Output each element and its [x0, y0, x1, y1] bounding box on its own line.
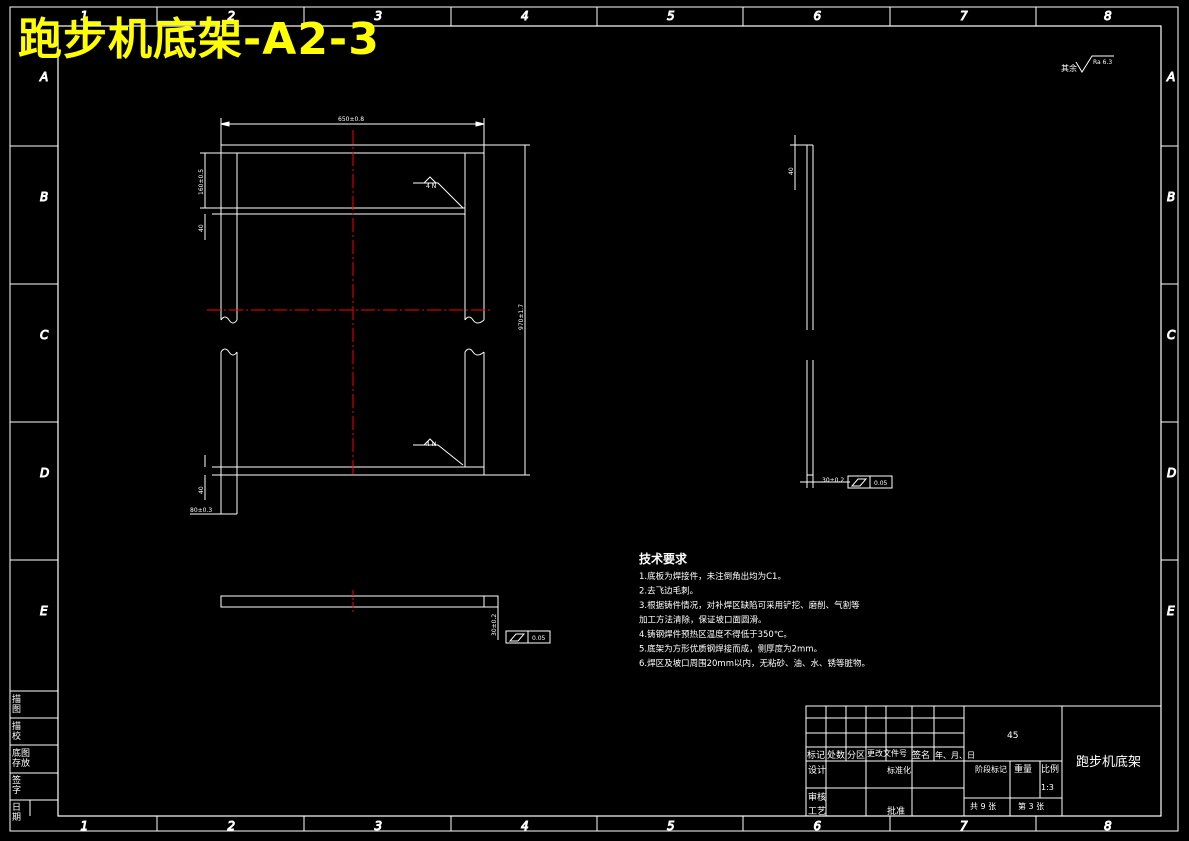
zone-col-top-6: 6 [814, 9, 822, 23]
dim-side-tube: 40 [788, 167, 795, 175]
header-zone: 分区 [847, 750, 865, 761]
zone-row-left-A: A [39, 70, 48, 84]
side-label: 存放 [12, 757, 30, 769]
scale-value: 1:3 [1041, 783, 1054, 792]
zone-col-top-8: 8 [1104, 9, 1112, 23]
header-change-doc: 更改文件号 [867, 748, 907, 758]
side-label-block [10, 690, 58, 816]
flatness-bar: 0.05 [532, 635, 546, 642]
tech-line: 1.底板为焊接件，未注倒角出均为C1。 [639, 571, 786, 582]
header-mark: 标记 [807, 749, 825, 761]
title-block [805, 705, 1162, 817]
side-label: 描 [12, 720, 21, 732]
dim-bottom-offset: 80±0.3 [190, 507, 212, 514]
zone-col-bottom-1: 1 [81, 819, 89, 833]
role-approve: 批准 [887, 805, 905, 817]
header-date: 年、月、日 [935, 750, 975, 760]
dim-side-base: 30±0.2 [822, 477, 844, 484]
zone-row-right-B: B [1167, 190, 1175, 204]
title-block-text: 跑步机底架 45 标记 处数 分区 更改文件号 签名 年、月、日 设计 标准化 … [807, 731, 1141, 817]
tech-line: 6.焊区及坡口周围20mm以内，无粘砂、油、水、锈等脏物。 [639, 658, 870, 669]
role-process: 工艺 [808, 806, 826, 817]
tech-line: 2.去飞边毛刺。 [639, 586, 698, 597]
zone-col-bottom-6: 6 [814, 819, 822, 833]
stage-label: 阶段标记 [975, 764, 1007, 774]
zone-col-top-1: 1 [81, 9, 89, 23]
center-lines [207, 130, 492, 475]
side-label-char: 图 [12, 704, 21, 715]
drawing-title: 跑步机底架-A2-3 [18, 14, 380, 65]
sheets-total: 共 9 张 [970, 802, 996, 811]
side-view [790, 135, 893, 489]
dim-overall-width: 650±0.8 [338, 116, 364, 123]
sheet-number: 第 3 张 [1018, 801, 1044, 811]
side-label: 底图 [12, 747, 30, 759]
dim-bar-height: 30±0.2 [491, 614, 498, 636]
material: 45 [1007, 731, 1018, 741]
side-label: 日 [12, 802, 21, 813]
role-review: 审核 [808, 791, 826, 803]
header-sign: 签名 [912, 749, 930, 761]
role-design: 设计 [808, 764, 826, 776]
tech-requirements: 1.底板为焊接件，未注倒角出均为C1。 2.去飞边毛刺。 3.根据铸件情况，对补焊区… [639, 571, 870, 669]
zone-row-right-E: E [1167, 604, 1175, 618]
zone-col-bottom-7: 7 [960, 819, 968, 833]
dim-bottom-tube: 40 [198, 486, 205, 494]
tech-heading: 技术要求 [639, 551, 688, 566]
flatness-side: 0.05 [874, 480, 888, 487]
side-label-char: 字 [12, 784, 21, 796]
zone-col-top-7: 7 [960, 9, 968, 23]
zone-col-top-4: 4 [521, 9, 529, 23]
side-label-char: 期 [12, 812, 21, 823]
roughness-symbol [1075, 55, 1114, 73]
zone-row-right-C: C [1167, 328, 1176, 342]
outer-border [9, 6, 1179, 832]
inner-border [57, 25, 1162, 817]
zone-col-top-5: 5 [667, 9, 675, 23]
bar-view [220, 595, 551, 644]
front-view [190, 118, 530, 515]
roughness-label: 其余 [1061, 63, 1077, 73]
zone-col-top-2: 2 [228, 9, 236, 23]
zone-col-bottom-5: 5 [667, 819, 675, 833]
zone-col-bottom-2: 2 [228, 819, 236, 833]
tech-line: 5.底架为方形优质钢焊接而成，侧厚度为2mm。 [639, 644, 822, 655]
zone-row-right-A: A [1166, 70, 1175, 84]
tech-line: 4.铸钢焊件预热区温度不得低于350℃。 [639, 629, 792, 640]
dim-overall-height: 970±1.7 [518, 304, 525, 330]
zone-row-right-D: D [1167, 466, 1176, 480]
zone-col-bottom-3: 3 [375, 819, 383, 833]
tech-line: 加工方法清除，保证坡口面圆滑。 [639, 615, 767, 626]
side-label: 描 [12, 693, 21, 705]
scale-label: 比例 [1041, 763, 1059, 775]
zone-col-bottom-8: 8 [1104, 819, 1112, 833]
side-label: 签 [12, 774, 21, 786]
zone-col-bottom-4: 4 [521, 819, 529, 833]
dim-top-offset: 160±0.5 [198, 169, 205, 195]
zone-row-left-B: B [40, 190, 48, 204]
header-count: 处数 [827, 749, 845, 761]
zone-row-left-D: D [40, 466, 49, 480]
zone-row-left-E: E [40, 604, 48, 618]
side-label-char: 校 [12, 730, 21, 742]
weight-label: 重量 [1014, 763, 1032, 775]
zone-col-top-3: 3 [375, 9, 383, 23]
tech-line: 3.根据铸件情况，对补焊区缺陷可采用铲挖、磨削、气割等 [639, 600, 860, 611]
role-standard: 标准化 [887, 765, 911, 775]
side-view-dims: 40 30±0.2 0.05 [788, 167, 888, 487]
weld-symbol-lower: 4 N [426, 441, 436, 448]
front-view-dims: 650±0.8 970±1.7 160±0.5 40 40 80±0.3 4 N… [190, 116, 525, 514]
weld-symbol-upper: 4 N [426, 183, 436, 190]
part-name: 跑步机底架 [1076, 754, 1141, 770]
bar-view-dims: 30±0.2 0.05 [491, 614, 546, 642]
zone-row-left-C: C [40, 328, 49, 342]
roughness-value: Ra 6.3 [1093, 59, 1112, 66]
dim-tube-width: 40 [198, 224, 205, 232]
